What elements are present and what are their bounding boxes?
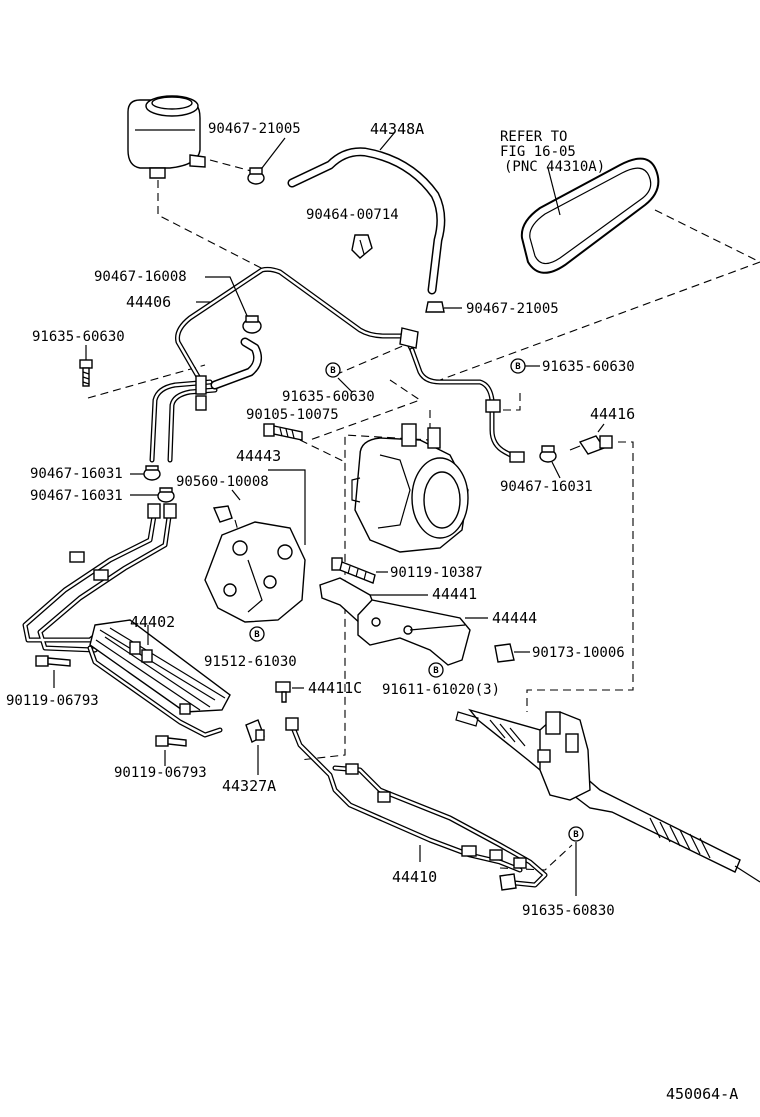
clamp-90467-21005-top[interactable] [247, 167, 265, 185]
return-pipe-44406[interactable] [149, 266, 415, 463]
leader-44443 [268, 469, 306, 545]
clamp-90467-16031-b[interactable] [157, 487, 175, 503]
bolt-90105-10075[interactable] [263, 423, 303, 441]
bolt-90119-06793-b[interactable] [155, 735, 187, 747]
figure-code: 450064-A [666, 1085, 738, 1103]
collar-90560-10008[interactable] [212, 505, 233, 523]
label-44444[interactable]: 44444 [492, 609, 537, 627]
power-steering-pump[interactable] [351, 423, 469, 553]
leader-44348A [379, 131, 396, 151]
label-90119-06793-b[interactable]: 90119-06793 [114, 765, 207, 781]
bolt-91635-60630-left[interactable] [79, 359, 93, 387]
label-90467-16031-a[interactable]: 90467-16031 [30, 466, 123, 482]
label-90467-21005-mid[interactable]: 90467-21005 [466, 301, 559, 317]
leader-90560-10008 [231, 489, 241, 501]
label-91635-60630-left[interactable]: 91635-60630 [32, 329, 125, 345]
badge-b-center: B [325, 362, 341, 378]
label-refer-3: (PNC 44310A) [504, 159, 605, 175]
label-44348A[interactable]: 44348A [370, 120, 424, 138]
oil-cooler-44402[interactable] [87, 619, 231, 738]
label-90119-06793-a[interactable]: 90119-06793 [6, 693, 99, 709]
label-refer-1: REFER TO [500, 129, 567, 145]
leader-44416 [597, 423, 605, 433]
v-belt[interactable] [520, 157, 660, 274]
badge-b-rack: B [568, 826, 584, 842]
label-refer-2: FIG 16-05 [500, 144, 576, 160]
label-90173-10006[interactable]: 90173-10006 [532, 645, 625, 661]
steering-gear-rack[interactable] [455, 708, 760, 883]
pressure-hose-44410[interactable] [285, 717, 548, 891]
label-90467-16008[interactable]: 90467-16008 [94, 269, 187, 285]
label-91635-60630-center[interactable]: 91635-60630 [282, 389, 375, 405]
label-90467-21005-top[interactable]: 90467-21005 [208, 121, 301, 137]
sensor-44416[interactable] [569, 435, 613, 455]
clamp-90467-16031-a[interactable] [143, 465, 161, 481]
label-90464-00714[interactable]: 90464-00714 [306, 207, 399, 223]
leader-90467-16031-right [551, 461, 561, 479]
leader-90467-21005-top [261, 137, 286, 169]
badge-b-44444: B [428, 662, 444, 678]
svg-text:B: B [254, 630, 260, 640]
label-44411C[interactable]: 44411C [308, 679, 362, 697]
clamp-90467-16031-right[interactable] [539, 445, 557, 463]
pressure-pipe-right[interactable] [399, 327, 525, 463]
part-labels: 90467-21005 44348A REFER TO FIG 16-05 (P… [6, 120, 738, 1103]
label-91635-60630-right[interactable]: 91635-60630 [542, 359, 635, 375]
svg-text:B: B [330, 366, 336, 376]
union-44327A[interactable] [245, 719, 265, 743]
bolt-90119-06793-a[interactable] [35, 655, 71, 667]
label-90105-10075[interactable]: 90105-10075 [246, 407, 339, 423]
svg-text:B: B [433, 666, 439, 676]
cooler-pipe-left[interactable] [22, 503, 177, 653]
clamp-90467-21005-mid[interactable] [425, 301, 445, 313]
leader-91635-60630-center [337, 377, 353, 393]
label-44410[interactable]: 44410 [392, 868, 437, 886]
label-44441[interactable]: 44441 [432, 585, 477, 603]
label-90560-10008[interactable]: 90560-10008 [176, 474, 269, 490]
label-91611-61020[interactable]: 91611-61020(3) [382, 682, 500, 698]
badge-b-right: B [510, 358, 526, 374]
label-44406[interactable]: 44406 [126, 293, 171, 311]
label-44327A[interactable]: 44327A [222, 777, 276, 795]
label-44402[interactable]: 44402 [130, 613, 175, 631]
svg-text:B: B [515, 362, 521, 372]
label-90119-10387[interactable]: 90119-10387 [390, 565, 483, 581]
leader-90467-16008 [205, 276, 249, 319]
clamp-90464-00714[interactable] [351, 234, 373, 259]
reservoir-tank[interactable] [127, 95, 206, 179]
label-90467-16031-c[interactable]: 90467-16031 [500, 479, 593, 495]
clamp-90467-16008[interactable] [242, 315, 262, 334]
bolt-44411C[interactable] [275, 681, 291, 703]
label-91635-60830[interactable]: 91635-60830 [522, 903, 615, 919]
hose-44348A[interactable] [287, 147, 446, 295]
label-91512-61030[interactable]: 91512-61030 [204, 654, 297, 670]
svg-text:B: B [573, 830, 579, 840]
label-44443[interactable]: 44443 [236, 447, 281, 465]
bolt-90119-10387[interactable] [331, 557, 376, 584]
leader-refer [547, 167, 561, 216]
label-44416[interactable]: 44416 [590, 405, 635, 423]
bracket-44444[interactable] [357, 599, 471, 666]
collar-90173-10006[interactable] [494, 643, 515, 663]
badge-b-bracket: B [249, 626, 265, 642]
label-90467-16031-b[interactable]: 90467-16031 [30, 488, 123, 504]
bracket-44443[interactable] [204, 521, 306, 623]
